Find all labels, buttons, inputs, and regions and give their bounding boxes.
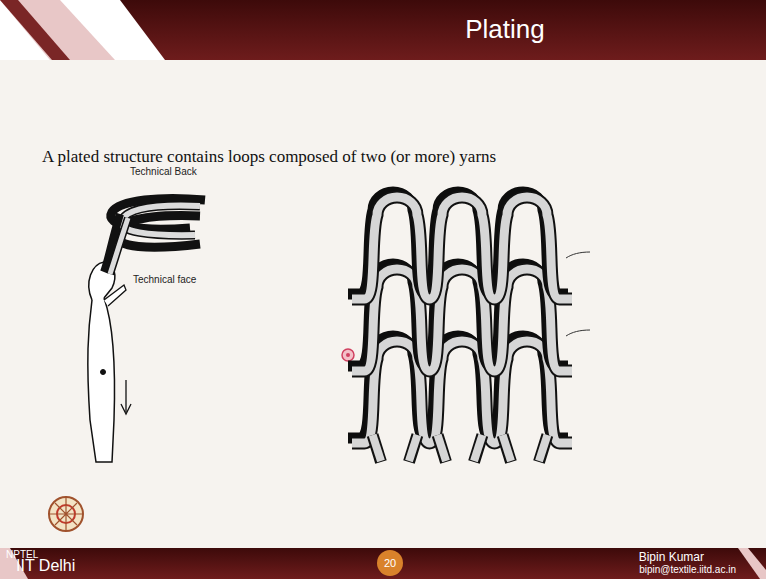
header-stripe [0, 0, 70, 60]
yarn-leg [539, 435, 547, 461]
yarn-leg [474, 435, 482, 462]
grey-yarn-outline [352, 269, 572, 371]
header-corner [0, 0, 165, 60]
institute-name: IIT Delhi [16, 557, 75, 575]
needle-illustration [88, 199, 205, 463]
slide-title: Plating [465, 14, 545, 45]
pointer-dot [342, 349, 354, 361]
grey-yarn-outline [352, 341, 572, 443]
plated-jersey-fabric [348, 192, 572, 462]
leader-line [566, 252, 590, 258]
page-number-badge: 20 [377, 550, 403, 576]
intro-text: A plated structure contains loops compos… [42, 147, 496, 167]
yarn-leg [503, 435, 511, 462]
leader-line [566, 330, 590, 336]
face-label: Technical face [133, 274, 196, 285]
author-email: bipin@textile.iitd.ac.in [639, 564, 736, 575]
header-bar [0, 0, 766, 60]
grey-yarn-outline [352, 197, 572, 299]
grey-yarn [352, 341, 572, 443]
yarn-leg [503, 435, 511, 461]
page-number: 20 [384, 557, 396, 569]
grey-yarn [352, 269, 572, 371]
author-name: Bipin Kumar [639, 550, 704, 564]
yarn-leg [474, 435, 482, 461]
yarn-leg [438, 435, 446, 461]
pointer-dot [346, 353, 350, 357]
yarn-leg [409, 435, 417, 462]
footer-stripe [738, 548, 766, 579]
yarn-leg [539, 435, 547, 462]
grey-yarn [352, 197, 572, 299]
yarn-leg [373, 435, 381, 461]
yarn-leg [373, 435, 381, 462]
footer-bar [0, 548, 766, 579]
header-stripe [0, 0, 115, 60]
yarn-leg [438, 435, 446, 462]
face-label: Technical Back [130, 166, 197, 177]
yarn-leg [409, 435, 417, 461]
nptel-logo [49, 497, 83, 531]
